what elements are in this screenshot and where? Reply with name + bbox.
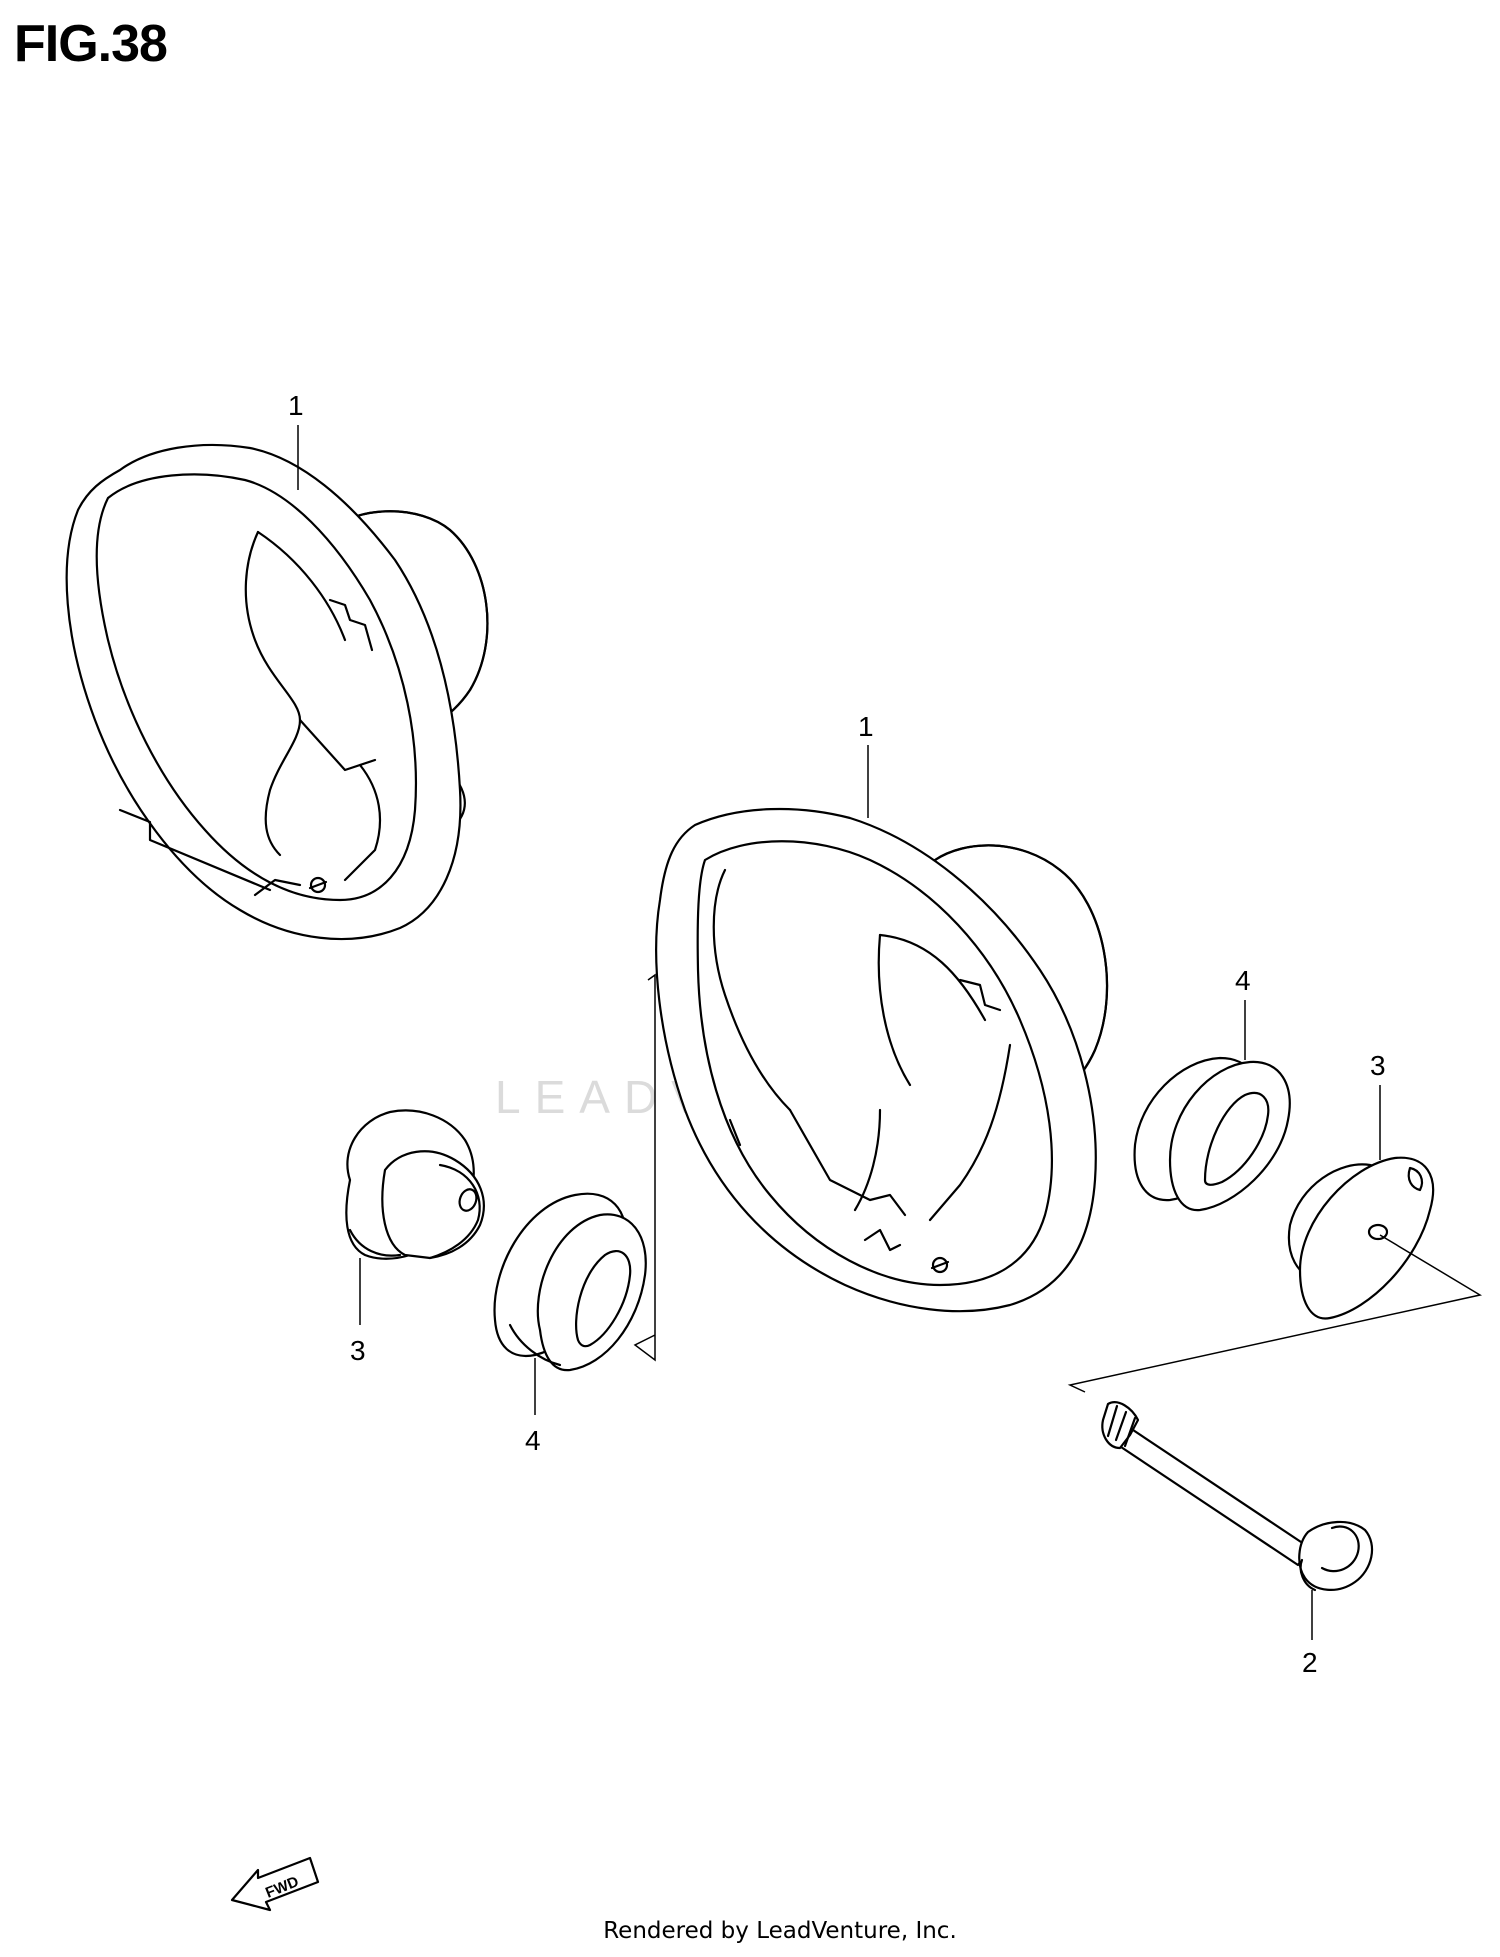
callout-3a: 3 bbox=[1370, 1050, 1386, 1081]
footer-credit: Rendered by LeadVenture, Inc. bbox=[0, 1918, 1500, 1944]
callout-1a: 1 bbox=[288, 390, 304, 421]
footer-credit-text: Rendered by LeadVenture, Inc. bbox=[603, 1918, 957, 1944]
fwd-arrow-icon: FWD bbox=[230, 1856, 320, 1912]
callout-1b: 1 bbox=[858, 711, 874, 742]
callout-4a: 4 bbox=[1235, 965, 1251, 996]
figure-title: FIG.38 bbox=[14, 15, 168, 73]
callout-4b: 4 bbox=[525, 1425, 541, 1456]
grommet-left bbox=[493, 1192, 647, 1372]
leader-grommet-to-housing bbox=[633, 973, 656, 1362]
rubber-mount-right bbox=[1287, 1156, 1435, 1320]
headlight-housing-upper bbox=[65, 443, 489, 941]
callout-2: 2 bbox=[1302, 1647, 1318, 1678]
callouts: 1 1 4 3 3 4 2 bbox=[288, 390, 1386, 1678]
leader-bolt-to-mount bbox=[1067, 1234, 1483, 1393]
mounting-bolt bbox=[1101, 1401, 1374, 1592]
callout-3b: 3 bbox=[350, 1335, 366, 1366]
headlight-housing-center bbox=[655, 807, 1109, 1313]
grommet-right bbox=[1133, 1056, 1291, 1212]
rubber-mount-left bbox=[345, 1109, 485, 1260]
